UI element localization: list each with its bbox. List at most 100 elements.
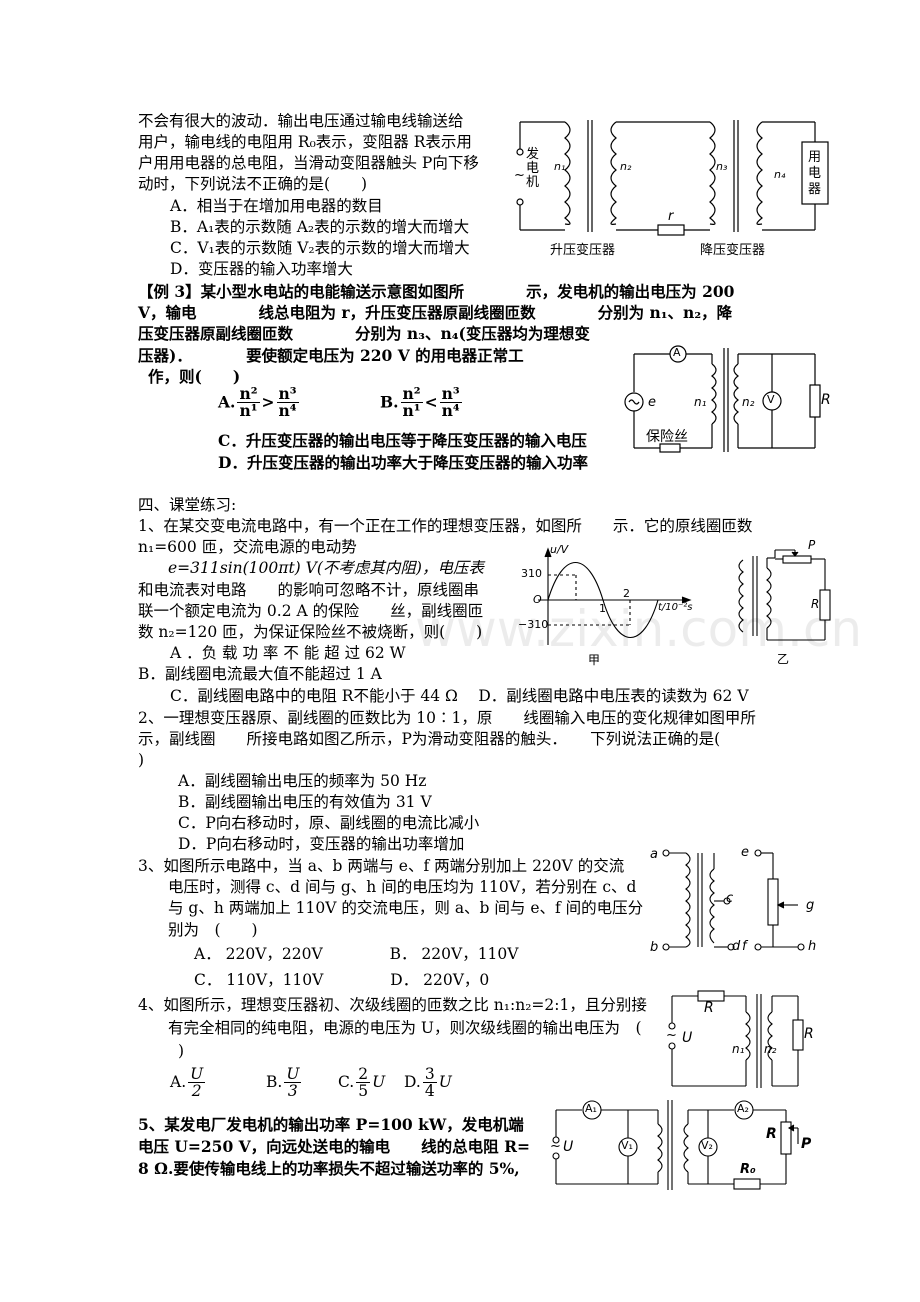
label-R: R: [766, 1126, 777, 1142]
ammeter-A2: A₂: [737, 1102, 749, 1115]
watermark: www.zixin.com.cn: [415, 600, 863, 658]
text-line: 联一个额定电流为 0.2 A 的保险 丝，副线圈匝: [138, 602, 484, 620]
label-U: U: [682, 1030, 693, 1046]
option-d: D．变压器的输入功率增大: [170, 260, 353, 278]
tilde-symbol: ~: [550, 1139, 561, 1154]
tick-neg310: −310: [518, 618, 549, 631]
text-line: 和电流表对电路 的影响可忽略不计，原线圈串: [138, 581, 480, 599]
terminal-a: a: [650, 847, 658, 862]
label-r: r: [668, 209, 674, 224]
text-line: e=311sin(100πt) V(不考虑其内阻)，电压表: [168, 559, 484, 577]
text-line: 示，副线圈 所接电路如图乙所示，P为滑动变阻器的触头． 下列说法正确的是(: [138, 730, 721, 748]
label-n2: n₂: [620, 160, 632, 173]
figure-fuse-transformer: A V e n₁ n₂ R 保险丝: [620, 340, 835, 460]
ex3-option-c: C．升压变压器的输出电压等于降压变压器的输入电压: [218, 431, 587, 450]
label-R-secondary: R: [804, 1026, 814, 1042]
q4-stem: 4、如图所示，理想变压器初、次级线圈的匝数之比 n₁:n₂=2:1，且分别接: [138, 996, 647, 1014]
q5-stem: 5、某发电厂发电机的输出功率 P=100 kW，发电机端: [138, 1115, 524, 1134]
step-up-caption: 升压变压器: [550, 243, 616, 258]
label-P: P: [801, 1136, 812, 1152]
q3-stem: 3、如图所示电路中，当 a、b 两端与 e、f 两端分别加上 220V 的交流: [138, 857, 625, 875]
figure-autotransformer: a b c d e f g h: [648, 843, 828, 958]
label-P: P: [808, 538, 816, 552]
figure-transmission: 发电机 ~ n₁ n₂ n₃ n₄ r 用电器 升压变压器 降压变压器: [510, 112, 840, 262]
ammeter-label: A: [673, 346, 681, 359]
option-b: B．A₁表的示数随 A₂表的示数的增大而增大: [170, 218, 470, 236]
example-3-line: 【例 3】某小型水电站的电能输送示意图如图所 示，发电机的输出电压为 200: [138, 282, 735, 301]
label-R-primary: R: [704, 1000, 714, 1016]
terminal-g: g: [806, 898, 815, 913]
figure-q4-circuit: R ~ U n₁ n₂ R: [660, 978, 825, 1093]
text-line: 压变压器原副线圈匝数 分别为 n₃、n₄(变压器均为理想变: [138, 324, 590, 343]
text-line: 不会有很大的波动．输出电压通过输电线输送给: [138, 112, 464, 130]
tilde-symbol: ~: [666, 1028, 677, 1043]
caption-yi: 乙: [777, 652, 790, 666]
q3-options-ab: A． 220V，220V B． 220V，110V: [194, 945, 519, 963]
text-line: 动时，下列说法不正确的是( ): [138, 175, 368, 193]
label-R: R: [811, 597, 820, 611]
terminal-d: d: [732, 939, 741, 954]
text-line: 电压 U=250 V，向远处送电的输电 线的总电阻 R=: [138, 1137, 530, 1156]
figure-q5-circuit: A₁ V₁ A₂ V₂ ~ U R P R₀: [548, 1092, 823, 1192]
terminal-c: c: [726, 891, 734, 906]
text-line: 8 Ω.要使传输电线上的功率损失不超过输送功率的 5%,: [138, 1159, 520, 1178]
terminal-e: e: [741, 845, 749, 860]
text-line: 作，则( ): [148, 367, 241, 386]
q1-stem: 1、在某交变电流电路中，有一个正在工作的理想变压器，如图所 示．它的原线圈匝数: [138, 517, 753, 535]
q3-options-cd: C． 110V，110V D． 220V，0: [194, 971, 490, 989]
terminal-f: f: [742, 939, 747, 954]
q2-option-a: A．副线圈输出电压的频率为 50 Hz: [178, 772, 427, 790]
generator-label: 发电机: [526, 147, 540, 190]
voltmeter-V1: V₁: [621, 1139, 633, 1152]
text-line: 压器)． 要使额定电压为 220 V 的用电器正常工: [138, 346, 524, 365]
q1-option-cd: C．副线圈电路中的电阻 R不能小于 44 Ω D．副线圈电路中电压表的读数为 6…: [170, 687, 749, 705]
text-line: ): [178, 1042, 185, 1060]
label-U: U: [563, 1139, 574, 1155]
figure-rheostat-circuit: P R 乙: [715, 538, 840, 666]
voltmeter-V2: V₂: [701, 1139, 713, 1152]
q2-option-c: C．P向右移动时，原、副线圈的电流比减小: [178, 814, 480, 832]
q1-option-a: A ．负 载 功 率 不 能 超 过 62 W: [170, 644, 406, 662]
figure-sine-graph: u/V 310 O −310 1 2 t/10⁻²s 甲: [518, 543, 698, 667]
fuse-label: 保险丝: [646, 429, 688, 445]
label-R: R: [821, 392, 831, 408]
terminal-b: b: [650, 940, 659, 955]
text-line: 用户，输电线的电阻用 R₀表示，变阻器 R表示用: [138, 133, 472, 151]
text-line: 电压时，测得 c、d 间与 g、h 间的电压均为 110V，若分别在 c、d: [168, 878, 637, 896]
q2-option-d: D．P向右移动时，变压器的输出功率增加: [178, 835, 465, 853]
text-line: 户用用电器的总电阻，当滑动变阻器触头 P向下移: [138, 154, 479, 172]
ammeter-A1: A₁: [585, 1102, 597, 1115]
origin-label: O: [533, 593, 542, 606]
ex3-option-d: D．升压变压器的输出功率大于降压变压器的输入功率: [218, 453, 588, 472]
text-line: 数 n₂=120 匝，为保证保险丝不被烧断，则( ): [138, 623, 483, 641]
axis-u-label: u/V: [550, 543, 569, 556]
q2-option-b: B．副线圈输出电压的有效值为 31 V: [178, 793, 432, 811]
tick-1: 1: [599, 602, 606, 615]
text-line: ): [138, 751, 145, 769]
label-n3: n₃: [716, 160, 728, 173]
label-n2: n₂: [764, 1042, 777, 1056]
option-c: C．V₁表的示数随 V₂表的示数的增大而增大: [170, 239, 470, 257]
section-heading: 四、课堂练习:: [138, 496, 237, 514]
step-down-caption: 降压变压器: [700, 243, 766, 258]
tilde-symbol: ~: [514, 168, 525, 183]
label-n2: n₂: [742, 395, 755, 409]
q2-stem: 2、一理想变压器原、副线圈的匝数比为 10∶1，原 线圈输入电压的变化规律如图甲…: [138, 709, 756, 727]
label-n1: n₁: [694, 395, 707, 409]
text-line: 别为 ( ): [168, 921, 258, 939]
tick-310: 310: [521, 567, 542, 580]
text-line: n₁=600 匝，交流电源的电动势: [138, 538, 357, 556]
label-n1: n₁: [554, 160, 566, 173]
voltmeter-label: V: [767, 393, 775, 406]
label-e: e: [648, 395, 656, 410]
caption-jia: 甲: [588, 653, 601, 667]
terminal-h: h: [808, 939, 817, 954]
load-label: 用电器: [808, 150, 822, 197]
label-n4: n₄: [774, 168, 786, 181]
